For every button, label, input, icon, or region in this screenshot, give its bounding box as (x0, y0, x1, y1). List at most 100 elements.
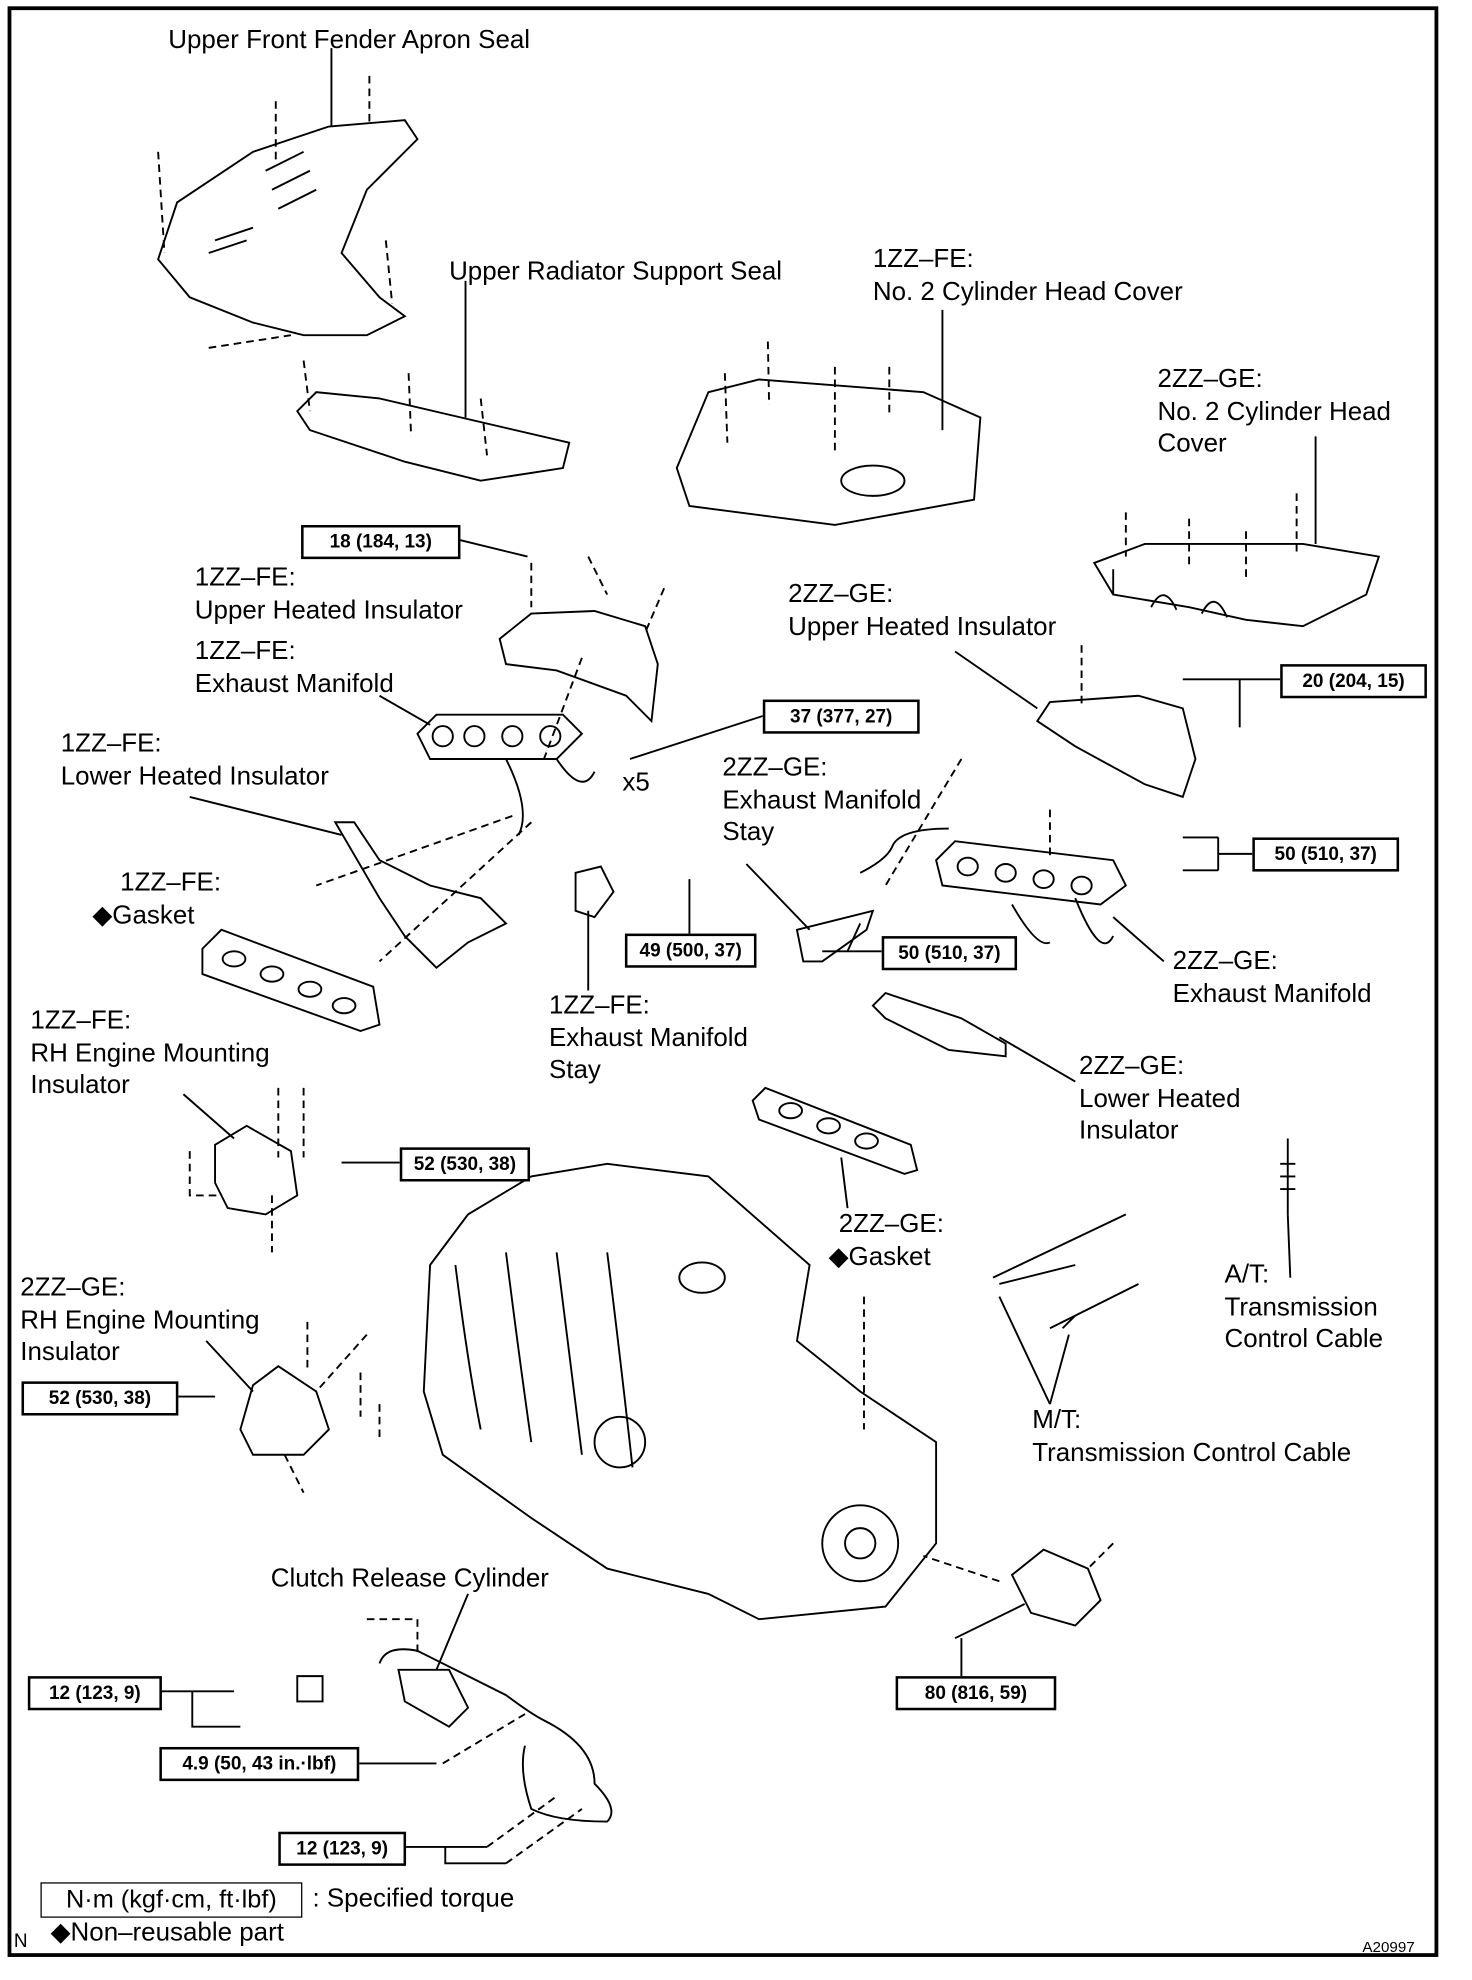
legend-non-reusable: ◆Non–reusable part (50, 1917, 284, 1947)
lower-insulator-2zz-part (871, 991, 1007, 1058)
label-text: Clutch Release Cylinder (270, 1563, 549, 1593)
label-upper-radiator-support-seal: Upper Radiator Support Seal (449, 256, 782, 288)
label-text: Exhaust Manifold (194, 668, 394, 698)
label-exhaust-manifold-1zz: 1ZZ–FE:Exhaust Manifold (195, 635, 394, 700)
label-text: 2ZZ–GE: (1172, 946, 1278, 976)
label-text: 1ZZ–FE: (60, 728, 162, 758)
label-text: 2ZZ–GE: (20, 1272, 126, 1302)
label-text: No. 2 Cylinder Head Cover (872, 276, 1183, 306)
torque-box: 49 (500, 37) (624, 933, 757, 968)
torque-box: 12 (123, 9) (27, 1676, 162, 1711)
manifold-stay-1zz-part (574, 865, 615, 919)
label-clutch-release-cylinder: Clutch Release Cylinder (271, 1562, 549, 1594)
label-mt-cable: M/T:Transmission Control Cable (1032, 1404, 1351, 1469)
label-text: 1ZZ–FE: (872, 244, 974, 274)
label-x5: x5 (622, 767, 649, 799)
label-text: Upper Front Fender Apron Seal (168, 25, 531, 55)
torque-box: 20 (204, 15) (1280, 664, 1427, 699)
exhaust-manifold-1zz-part (416, 713, 584, 760)
label-text: M/T: (1032, 1405, 1082, 1435)
torque-box: 50 (510, 37) (1252, 837, 1400, 872)
torque-box: 37 (377, 27) (762, 699, 920, 734)
label-text: Transmission Control Cable (1032, 1437, 1352, 1467)
torque-box: 52 (530, 38) (399, 1147, 531, 1182)
radiator-seal-part (296, 391, 571, 482)
figure-code: A20997 (1362, 1937, 1415, 1956)
label-gasket-1zz: 1ZZ–FE:◆Gasket (92, 867, 221, 932)
label-text: Control Cable (1224, 1324, 1384, 1354)
label-text: 1ZZ–FE: (30, 1005, 132, 1035)
label-text: 2ZZ–GE: (722, 752, 828, 782)
mount-1zz-part (214, 1124, 299, 1216)
label-text: RH Engine Mounting (20, 1304, 260, 1334)
legend-torque-unit: N·m (kgf·cm, ft·lbf) (40, 1882, 303, 1918)
label-text: Cover (1157, 428, 1227, 458)
label-text: 2ZZ–GE: (1157, 364, 1263, 394)
diagram-frame (7, 6, 1439, 1957)
head-cover-2zz-part (1092, 543, 1381, 628)
head-cover-1zz-part (675, 378, 982, 526)
label-text: Transmission (1224, 1292, 1378, 1322)
label-upper-insulator-2zz: 2ZZ–GE:Upper Heated Insulator (788, 578, 1056, 643)
label-text: x5 (622, 767, 650, 797)
label-text: Exhaust Manifold (722, 784, 922, 815)
transmission-mount-part (1010, 1548, 1102, 1627)
label-exhaust-manifold-2zz: 2ZZ–GE:Exhaust Manifold (1173, 945, 1372, 1010)
label-upper-front-fender-apron-seal: Upper Front Fender Apron Seal (168, 24, 530, 56)
torque-box: 4.9 (50, 43 in.·lbf) (159, 1746, 360, 1782)
label-text: 1ZZ–FE: (194, 636, 296, 666)
torque-box: 80 (816, 59) (895, 1676, 1057, 1711)
torque-box: 18 (184, 13) (301, 524, 461, 560)
mount-2zz-part (239, 1365, 330, 1456)
label-text: Exhaust Manifold (1172, 978, 1372, 1008)
label-text: Exhaust Manifold (549, 1022, 748, 1052)
label-text: 1ZZ–FE: (120, 867, 222, 897)
label-text: Insulator (1079, 1115, 1179, 1145)
manifold-stay-2zz-part (795, 909, 875, 963)
label-text: Upper Radiator Support Seal (449, 256, 783, 286)
torque-box: 12 (123, 9) (278, 1831, 407, 1866)
label-text: Lower Heated Insulator (60, 760, 329, 790)
leader-lines (160, 48, 1317, 1865)
label-text: Stay (549, 1055, 601, 1085)
torque-box: 52 (530, 38) (21, 1381, 179, 1416)
torque-box: 50 (510, 37) (881, 936, 1018, 971)
mt-cable-part (992, 1213, 1139, 1330)
label-text: Insulator (30, 1070, 130, 1100)
label-text: A/T: (1224, 1259, 1270, 1290)
corner-mark: N (13, 1930, 28, 1952)
label-text: Lower Heated (1079, 1083, 1241, 1113)
upper-insulator-2zz-part (1035, 694, 1197, 799)
label-text: Stay (722, 817, 775, 847)
label-text: 2ZZ–GE: (838, 1209, 944, 1239)
engine-assembly-part (422, 1162, 938, 1621)
label-text: Upper Heated Insulator (194, 595, 463, 625)
label-gasket-2zz: 2ZZ–GE:◆Gasket (829, 1208, 944, 1273)
clutch-line-part (378, 1648, 613, 1823)
label-lower-insulator-1zz: 1ZZ–FE:Lower Heated Insulator (61, 727, 329, 792)
label-text: ◆Gasket (828, 1241, 931, 1271)
label-text: 1ZZ–FE: (549, 990, 650, 1020)
label-text: 2ZZ–GE: (1079, 1051, 1185, 1081)
upper-insulator-1zz-part (498, 610, 659, 724)
legend-torque-desc: : Specified torque (312, 1883, 515, 1913)
label-text: ◆Gasket (92, 900, 195, 930)
label-text: 2ZZ–GE: (788, 579, 894, 609)
lower-insulator-1zz-part (333, 821, 508, 969)
gasket-2zz-part (751, 1086, 919, 1175)
at-cable-part (1280, 1138, 1296, 1215)
gasket-1zz-part (201, 928, 381, 1032)
label-text: RH Engine Mounting (30, 1037, 270, 1068)
label-text: No. 2 Cylinder Head (1157, 396, 1391, 426)
clutch-cylinder-part (397, 1668, 470, 1728)
label-text: Upper Heated Insulator (788, 611, 1057, 641)
label-upper-insulator-1zz: 1ZZ–FE:Upper Heated Insulator (195, 562, 463, 627)
